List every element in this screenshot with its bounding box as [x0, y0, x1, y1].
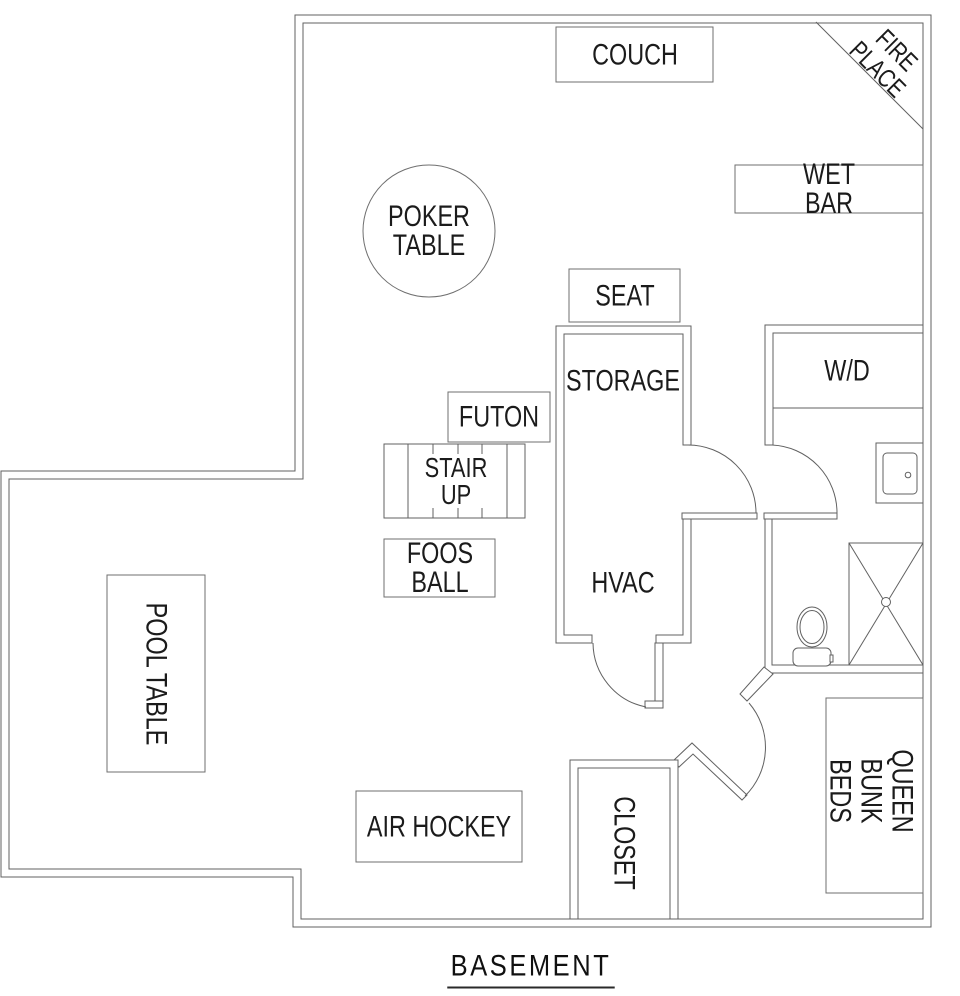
- couch-outline: [555, 26, 714, 83]
- door-leaf-storage: [681, 512, 758, 520]
- seat-outline: [568, 268, 681, 323]
- queen-bunk-beds-label: QUEEN BUNK BEDS: [823, 749, 919, 833]
- door-swing-arc-icon: [592, 642, 647, 708]
- bathroom-corner-diagonal-wall: [739, 666, 774, 702]
- air-hockey-label: AIR HOCKEY: [366, 810, 512, 844]
- door-leaf-bathroom: [763, 512, 838, 520]
- stair-up-label: STAIR UP: [419, 454, 493, 509]
- laundry-room-wall: [764, 324, 924, 446]
- door-leaf-hvac: [654, 642, 664, 704]
- door-swing-arc-icon: [771, 444, 838, 514]
- couch-label: COUCH: [592, 38, 678, 72]
- fireplace-diagonal-icon: [815, 21, 924, 130]
- storage-room-wall: [555, 325, 692, 644]
- storage-room-wall-lower-right: [655, 512, 692, 644]
- toilet-icon: [792, 606, 834, 667]
- washer-dryer-label: W/D: [824, 354, 870, 388]
- queen-bunk-beds-outline: [825, 697, 924, 894]
- foosball-label: FOOS BALL: [406, 537, 474, 599]
- pool-table-label: POOL TABLE: [139, 602, 173, 746]
- futon-outline: [447, 391, 551, 443]
- door-swing-arcs: [592, 444, 838, 797]
- door-swing-arc-icon: [687, 444, 757, 514]
- exterior-wall: [0, 14, 932, 928]
- wet-bar-outline: [734, 164, 924, 214]
- shower-stall-icon: [848, 542, 924, 666]
- sink-icon: [875, 442, 924, 504]
- futon-label: FUTON: [458, 400, 540, 434]
- door-leaf-hvac-cap: [644, 700, 664, 709]
- closet-wall: [569, 759, 679, 920]
- wet-bar-label: WET BAR: [803, 158, 855, 220]
- seat-label: SEAT: [595, 279, 655, 313]
- plan-title: BASEMENT: [447, 950, 615, 989]
- hvac-label: HVAC: [591, 566, 655, 600]
- pool-table-outline: [106, 574, 206, 773]
- poker-table-label: POKER TABLE: [388, 200, 470, 262]
- air-hockey-outline: [355, 790, 523, 863]
- storage-label: STORAGE: [565, 364, 681, 398]
- foosball-outline: [383, 538, 496, 598]
- door-swing-arc-icon: [744, 702, 766, 797]
- poker-table-outline: [362, 164, 496, 298]
- closet-label: CLOSET: [607, 796, 641, 890]
- hall-zigzag-wall: [672, 742, 748, 801]
